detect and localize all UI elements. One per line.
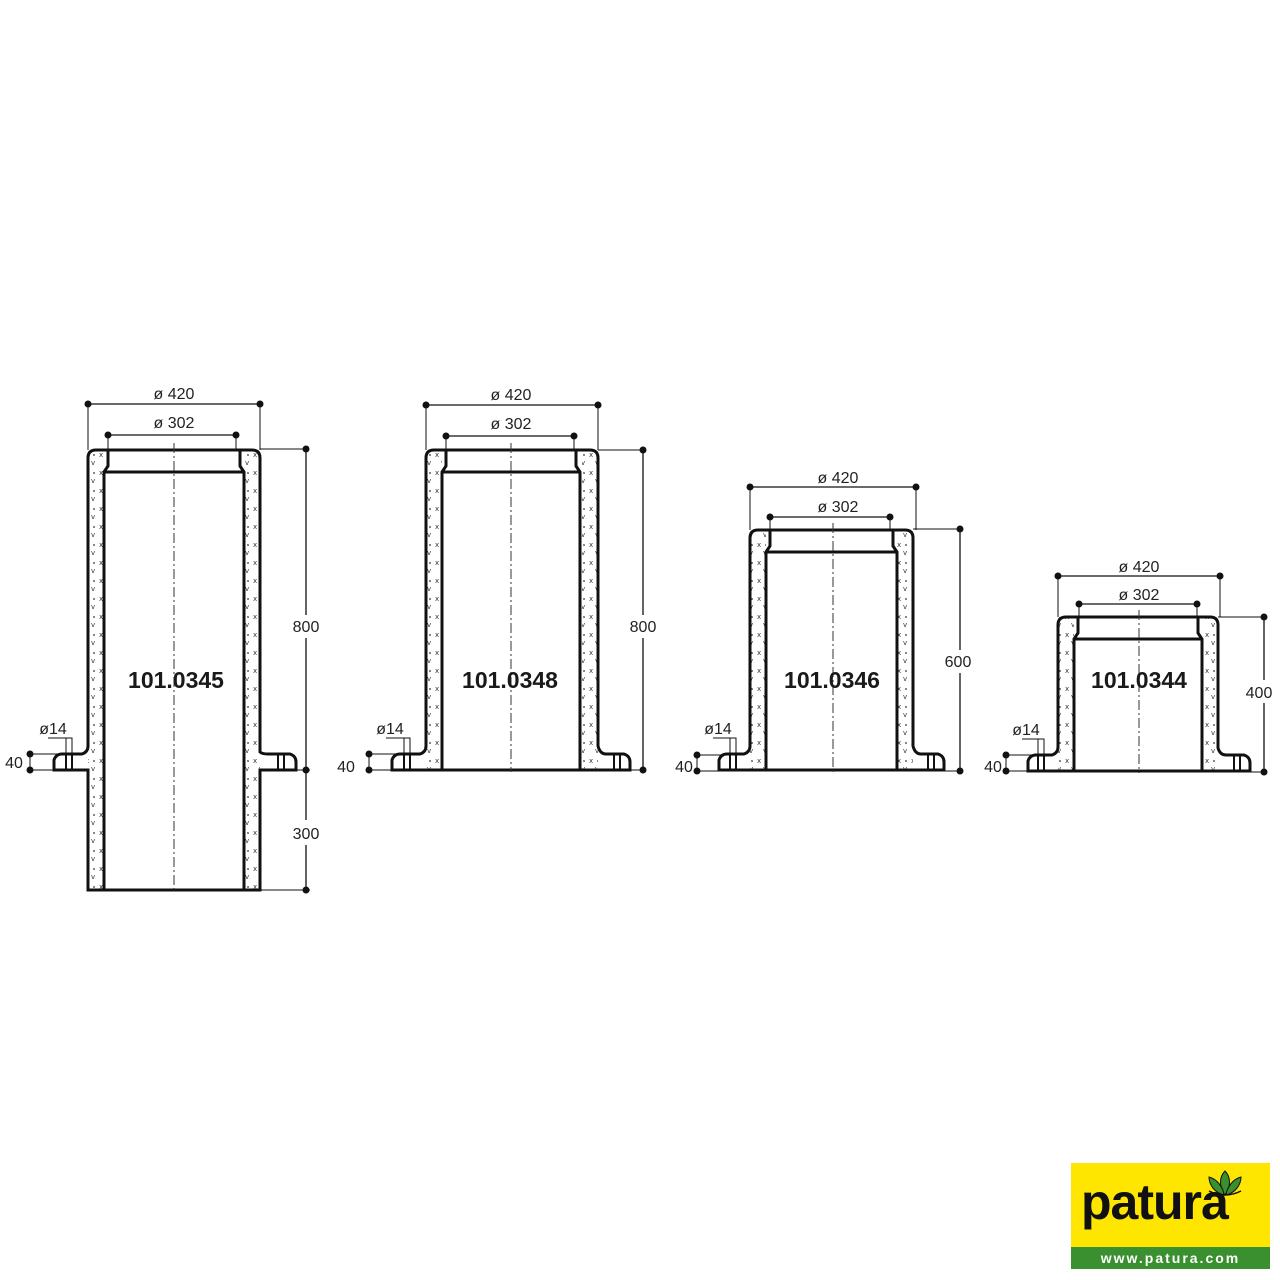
product-code: 101.0345	[128, 667, 224, 693]
height-label: 400	[1246, 685, 1273, 702]
inner-diameter-label: ø 302	[818, 499, 859, 516]
hole-diameter-label: ø14	[39, 721, 67, 738]
socket-101-0346: ø 420 ø 302 600 40 ø14 101.0346	[675, 470, 971, 776]
website-url: www.patura.com	[1071, 1247, 1270, 1269]
socket-101-0345: ø 420 ø 302 800 300 40 ø14 101.0345	[5, 386, 319, 894]
socket-101-0344: ø 420 ø 302 400 40 ø14 101.0344	[984, 559, 1272, 776]
inner-diameter-label: ø 302	[154, 415, 195, 432]
flange-thickness-label: 40	[984, 759, 1002, 776]
outer-diameter-label: ø 420	[818, 470, 859, 487]
flange-thickness-label: 40	[337, 759, 355, 776]
outer-diameter-label: ø 420	[491, 387, 532, 404]
outer-diameter-label: ø 420	[154, 386, 195, 403]
patura-logo: patura www.patura.com	[1071, 1163, 1270, 1269]
height-label: 600	[945, 654, 972, 671]
leaf-icon	[1208, 1170, 1242, 1196]
flange-thickness-label: 40	[675, 759, 693, 776]
inner-diameter-label: ø 302	[491, 416, 532, 433]
flange-thickness-label: 40	[5, 755, 23, 772]
height-label: 800	[630, 619, 657, 636]
product-code: 101.0346	[784, 667, 880, 693]
product-code: 101.0348	[462, 667, 558, 693]
product-code: 101.0344	[1091, 667, 1187, 693]
outer-diameter-label: ø 420	[1119, 559, 1160, 576]
height-label: 800	[293, 619, 320, 636]
inner-diameter-label: ø 302	[1119, 587, 1160, 604]
hole-diameter-label: ø14	[704, 721, 732, 738]
hole-diameter-label: ø14	[1012, 722, 1040, 739]
socket-101-0348: ø 420 ø 302 800 40 ø14 101.0348	[337, 387, 656, 776]
brand-name: patura	[1081, 1174, 1229, 1230]
hole-diameter-label: ø14	[376, 721, 404, 738]
below-flange-height-label: 300	[293, 826, 320, 843]
